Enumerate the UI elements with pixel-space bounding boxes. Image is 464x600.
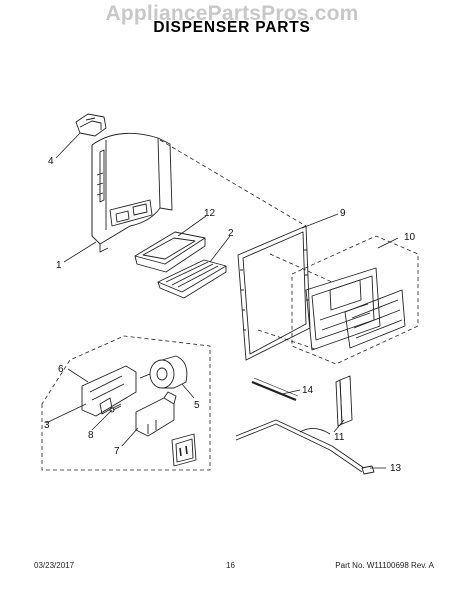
footer-page-number: 16 [226,561,235,570]
callout-9: 9 [340,208,346,219]
part-4-bracket [75,113,107,137]
callout-1: 1 [56,260,62,271]
part-10-control-panel [305,267,406,351]
callout-12: 12 [204,208,216,219]
part-6-switch-assembly [81,365,137,417]
part-5-motor [139,355,188,389]
alignment-line-frame-lower [257,329,319,351]
part-8-screw [109,403,122,413]
alignment-line-frame-panel [269,253,333,283]
part-9-gasket-frame [237,225,311,361]
watermark: AppliancePartsPros.com [105,2,359,25]
part-light-lens [171,433,197,467]
callout-11: 11 [334,432,345,443]
page-title: DISPENSER PARTS [153,19,311,36]
part-1-dispenser-housing [91,132,173,253]
footer-part-number: Part No. W11100698 Rev. A [335,561,434,570]
callout-14: 14 [302,385,314,396]
dashed-box-control-panel [291,235,419,365]
callout-3: 3 [44,420,50,431]
part-14-rod [251,377,299,402]
callout-13: 13 [390,463,402,474]
part-12-drip-tray [134,231,206,273]
callout-2: 2 [228,228,234,239]
dashed-box-switch-assembly [41,335,211,471]
callout-7: 7 [114,446,120,457]
alignment-line-housing-frame [159,139,307,227]
callout-4: 4 [48,156,54,167]
part-13-water-tube [235,419,375,475]
part-2-grille [157,259,227,299]
callout-10: 10 [404,232,416,243]
callout-6: 6 [58,364,64,375]
part-7-actuator [135,391,177,437]
callout-8: 8 [88,430,94,441]
callout-5: 5 [194,400,200,411]
footer-date: 03/23/2017 [34,561,75,570]
part-11-foam-block [335,375,353,427]
